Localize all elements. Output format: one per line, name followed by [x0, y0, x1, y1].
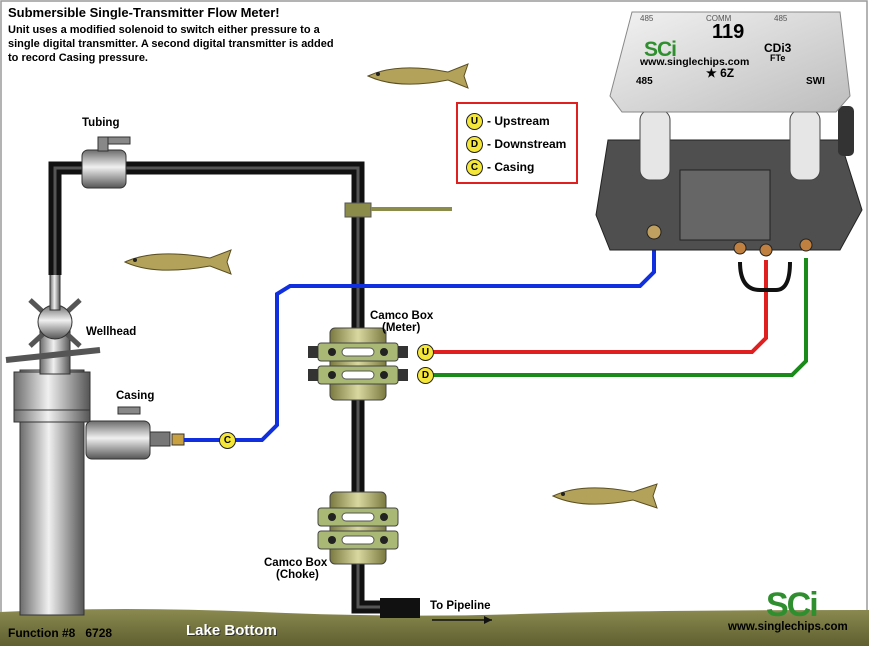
fish-3	[551, 483, 658, 509]
footer-website: www.singlechips.com	[728, 621, 848, 633]
transmitter-enclosure	[609, 11, 851, 113]
legend-label-upstream: - Upstream	[487, 114, 550, 128]
device-brand: SCi	[644, 38, 677, 61]
wellhead-label: Wellhead	[86, 326, 137, 338]
fish-1	[366, 63, 469, 89]
legend-label-downstream: - Downstream	[487, 137, 567, 151]
downstream-line	[432, 258, 808, 377]
legend-badge-downstream: D	[466, 135, 483, 153]
fish-2	[123, 249, 232, 275]
legend-label-casing: - Casing	[487, 160, 535, 174]
legend-badge-upstream: U	[466, 112, 483, 130]
camco-meter-label-1: Camco Box	[370, 310, 434, 322]
device-port-label-right: 485	[774, 14, 788, 23]
upstream-badge: U	[417, 344, 434, 361]
legend-box: U - Upstream D - Downstream C - Casing	[456, 102, 578, 184]
tubing-label: Tubing	[82, 117, 120, 129]
upstream-line	[432, 260, 768, 354]
footer-function-name: Function #8	[8, 626, 76, 640]
legend-badge-casing: C	[466, 158, 483, 176]
device-port-label-left: 485	[640, 14, 654, 23]
casing-valve	[85, 406, 185, 460]
device-number: 119	[712, 21, 745, 43]
casing-label: Casing	[116, 390, 155, 402]
wellhead-valve	[5, 269, 101, 363]
pipeline-arrowhead	[484, 616, 492, 624]
transmitter-base	[595, 106, 863, 257]
camco-choke-label-2: (Choke)	[276, 569, 319, 581]
description: Unit uses a modified solenoid to switch …	[8, 24, 334, 64]
lake-bottom	[0, 609, 869, 646]
camco-box-choke	[317, 491, 399, 565]
camco-choke-label-1: Camco Box	[264, 557, 328, 569]
tubing-pipe-highlight	[53, 166, 410, 609]
pipeline-exit	[380, 598, 420, 618]
device-port-label-mid: COMM	[706, 14, 732, 23]
device-port-485: 485	[636, 76, 653, 87]
tubing-clamp	[344, 202, 372, 218]
device-variant: ★ 6Z	[706, 66, 735, 80]
casing-line	[184, 240, 656, 442]
tubing-valve	[81, 136, 131, 189]
device-port-swi: SWI	[806, 76, 825, 87]
casing-badge: C	[219, 432, 236, 449]
lake-bottom-label: Lake Bottom	[186, 622, 277, 639]
legend-item-casing: C - Casing	[466, 158, 534, 176]
to-pipeline-label: To Pipeline	[430, 600, 491, 612]
sci-logo: SCi	[766, 586, 819, 624]
camco-box-meter	[308, 327, 408, 401]
device-model-2: FTe	[770, 53, 786, 63]
camco-meter-label-2: (Meter)	[382, 322, 421, 334]
footer-function: Function #8 6728	[8, 626, 112, 640]
device-website: www.singlechips.com	[640, 56, 750, 68]
legend-item-downstream: D - Downstream	[466, 135, 566, 153]
device-model-1: CDi3	[764, 41, 792, 55]
legend-item-upstream: U - Upstream	[466, 112, 550, 130]
page-title: Submersible Single-Transmitter Flow Mete…	[8, 5, 280, 20]
footer-function-code: 6728	[85, 626, 113, 640]
solenoid-loop	[738, 261, 792, 292]
downstream-badge: D	[417, 367, 434, 384]
wellhead-casing-column	[13, 329, 91, 616]
